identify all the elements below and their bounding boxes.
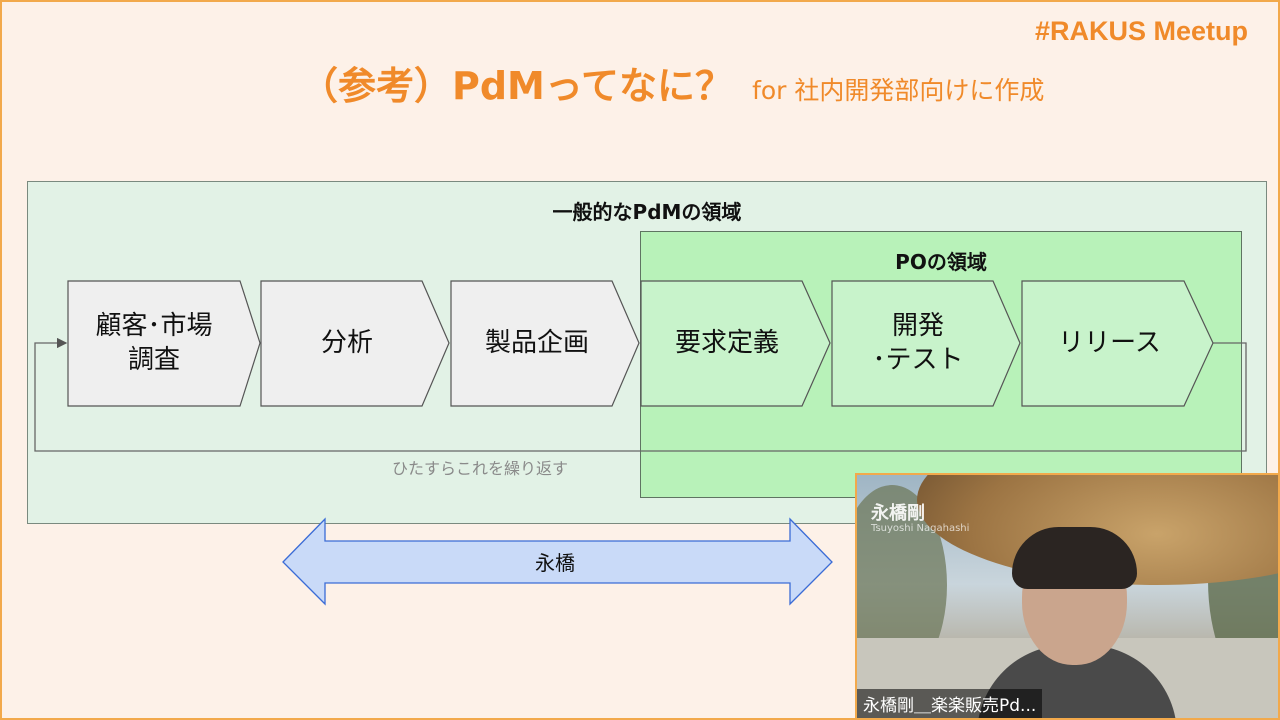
step-label-release: リリース	[1058, 328, 1161, 358]
speaker-hair	[1012, 527, 1137, 589]
webcam-overlay-subtitle: Tsuyoshi Nagahashi	[871, 523, 970, 534]
participant-name-label: 永橋剛＿楽楽販売Pd...	[857, 689, 1043, 718]
step-chevron-requirements	[640, 280, 831, 407]
po-area-label: POの領域	[895, 250, 987, 274]
slide-title: （参考）PdMってなに？ for 社内開発部向けに作成	[300, 55, 1044, 110]
slide-title-sub: for 社内開発部向けに作成	[752, 76, 1045, 105]
step-chevron-product-planning	[450, 280, 640, 407]
step-chevron-analysis	[260, 280, 450, 407]
step-chevron-development-test	[831, 280, 1021, 407]
webcam-overlay-name: 永橋剛	[871, 503, 925, 524]
step-label-analysis: 分析	[320, 328, 373, 358]
event-hashtag: #RAKUS Meetup	[1034, 16, 1248, 46]
slide-title-main: （参考）PdMってなに？	[300, 64, 733, 108]
step-label-development-test: 開発･テスト	[872, 311, 964, 375]
step-label-product-planning: 製品企画	[484, 328, 589, 358]
step-chevron-customer-research	[67, 280, 261, 407]
loop-return-line	[34, 337, 1247, 452]
span-double-arrow	[282, 517, 833, 606]
span-arrow-label: 永橋	[535, 551, 575, 575]
loop-label: ひたすらこれを繰り返す	[391, 459, 568, 478]
pdm-area-label: 一般的なPdMの領域	[552, 200, 742, 224]
step-label-customer-research: 顧客･市場調査	[95, 311, 213, 375]
step-chevron-release	[1021, 280, 1214, 407]
step-label-requirements: 要求定義	[674, 328, 779, 358]
speaker-webcam-tile[interactable]: 永橋剛 Tsuyoshi Nagahashi 永橋剛＿楽楽販売Pd...	[855, 473, 1280, 720]
